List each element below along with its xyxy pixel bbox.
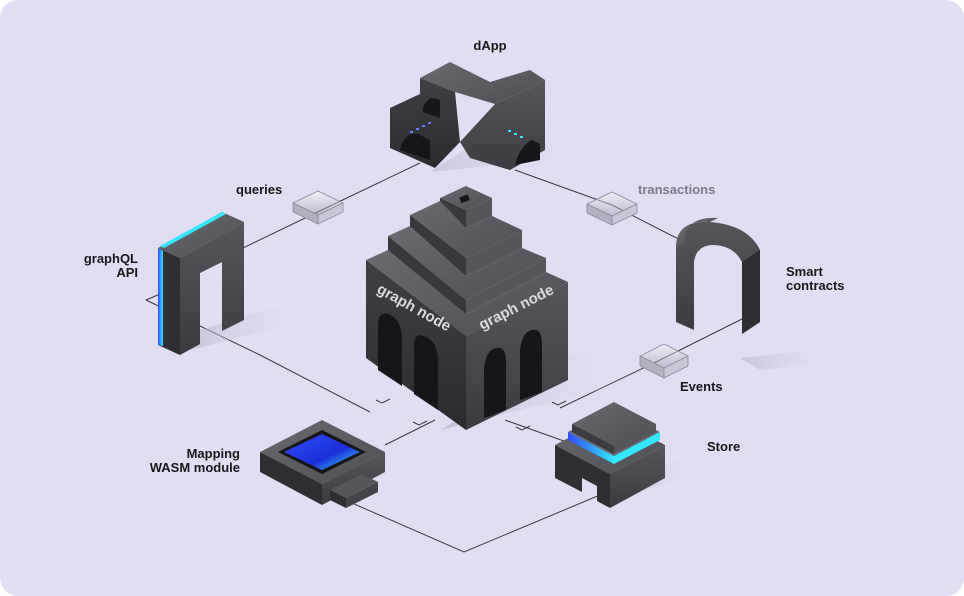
glass-cube-icon bbox=[639, 343, 689, 379]
dapp-block bbox=[390, 62, 600, 172]
store-label: Store bbox=[707, 439, 741, 454]
line-graphql-corner bbox=[145, 293, 161, 301]
connector-icon bbox=[412, 420, 428, 426]
graphql-api-arch bbox=[158, 212, 310, 355]
events-label: Events bbox=[680, 379, 723, 394]
dapp-label: dApp bbox=[473, 38, 507, 53]
queries-label: queries bbox=[236, 182, 283, 197]
smart-contracts-label: Smart contracts bbox=[786, 265, 845, 293]
mapping-wasm-block bbox=[260, 420, 385, 508]
status-lights bbox=[410, 122, 523, 138]
smart-label-line2: contracts bbox=[786, 278, 845, 293]
line-node-mapping bbox=[384, 419, 436, 446]
connector-icon bbox=[551, 400, 567, 406]
connector-icon bbox=[375, 398, 391, 404]
mapping-label-line1: Mapping bbox=[186, 446, 240, 461]
line-mapping-bottom bbox=[344, 494, 601, 553]
transactions-label: transactions bbox=[638, 182, 716, 197]
glass-cube-icon bbox=[292, 190, 344, 225]
mapping-label-line2: WASM module bbox=[149, 460, 240, 475]
smart-contracts-arch bbox=[676, 217, 835, 370]
graphql-label-line1: graphQL bbox=[83, 251, 138, 266]
graphql-api-label: graphQL API bbox=[70, 252, 138, 280]
mapping-wasm-label: Mapping WASM module bbox=[130, 447, 240, 475]
store-block bbox=[555, 402, 700, 508]
connector-icons bbox=[375, 398, 567, 431]
connector-icon bbox=[515, 425, 531, 431]
smart-label-line1: Smart bbox=[786, 264, 823, 279]
graph-node-tower: graph node graph node bbox=[366, 186, 640, 430]
graphql-label-line2: API bbox=[116, 265, 138, 280]
glass-cube-icon bbox=[586, 191, 638, 226]
